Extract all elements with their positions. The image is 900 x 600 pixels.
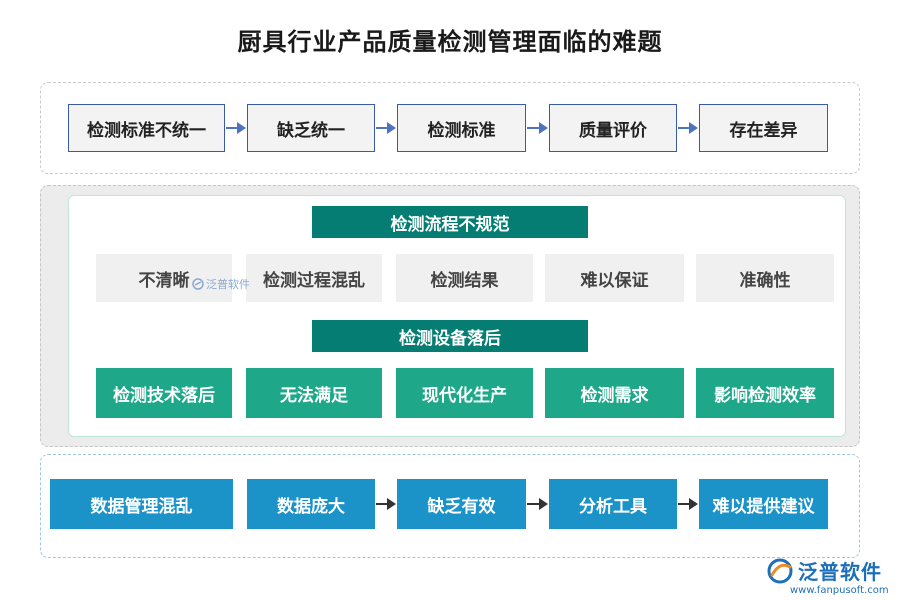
row1-box-1: 检测标准不统一: [68, 104, 225, 152]
row4-box-5: 难以提供建议: [699, 479, 828, 529]
row4-box-2: 数据庞大: [247, 479, 375, 529]
logo-icon: [192, 278, 204, 290]
watermark: 泛普软件: [192, 276, 250, 292]
row4-box-1: 数据管理混乱: [50, 479, 233, 529]
row3-box-4: 检测需求: [545, 368, 684, 418]
band-equipment: 检测设备落后: [312, 320, 588, 352]
row3-box-1: 检测技术落后: [96, 368, 232, 418]
row1-box-3: 检测标准: [397, 104, 526, 152]
brand-url: www.fanpusoft.com: [790, 585, 889, 596]
arrow-icon: [376, 498, 396, 510]
row4-box-4: 分析工具: [549, 479, 677, 529]
row2-box-5: 准确性: [696, 254, 834, 302]
row2-box-1: 不清晰: [96, 254, 232, 302]
arrow-icon: [678, 498, 698, 510]
arrow-icon: [527, 498, 548, 510]
row1-box-2: 缺乏统一: [247, 104, 375, 152]
row2-box-2: 检测过程混乱: [246, 254, 382, 302]
arrow-icon: [678, 122, 698, 134]
arrow-icon: [376, 122, 396, 134]
row4-box-3: 缺乏有效: [397, 479, 526, 529]
brand-logo-icon: [767, 558, 793, 583]
band-process: 检测流程不规范: [312, 206, 588, 238]
arrow-icon: [226, 122, 246, 134]
row3-box-3: 现代化生产: [396, 368, 533, 418]
arrow-icon: [527, 122, 548, 134]
brand-logo: 泛普软件: [766, 556, 882, 585]
row2-box-4: 难以保证: [545, 254, 684, 302]
row1-box-4: 质量评价: [549, 104, 677, 152]
brand-name: 泛普软件: [798, 560, 882, 584]
watermark-text: 泛普软件: [206, 278, 250, 291]
page-title: 厨具行业产品质量检测管理面临的难题: [237, 28, 663, 56]
row2-box-3: 检测结果: [396, 254, 533, 302]
row3-box-5: 影响检测效率: [696, 368, 834, 418]
row1-box-5: 存在差异: [699, 104, 828, 152]
row3-box-2: 无法满足: [246, 368, 382, 418]
